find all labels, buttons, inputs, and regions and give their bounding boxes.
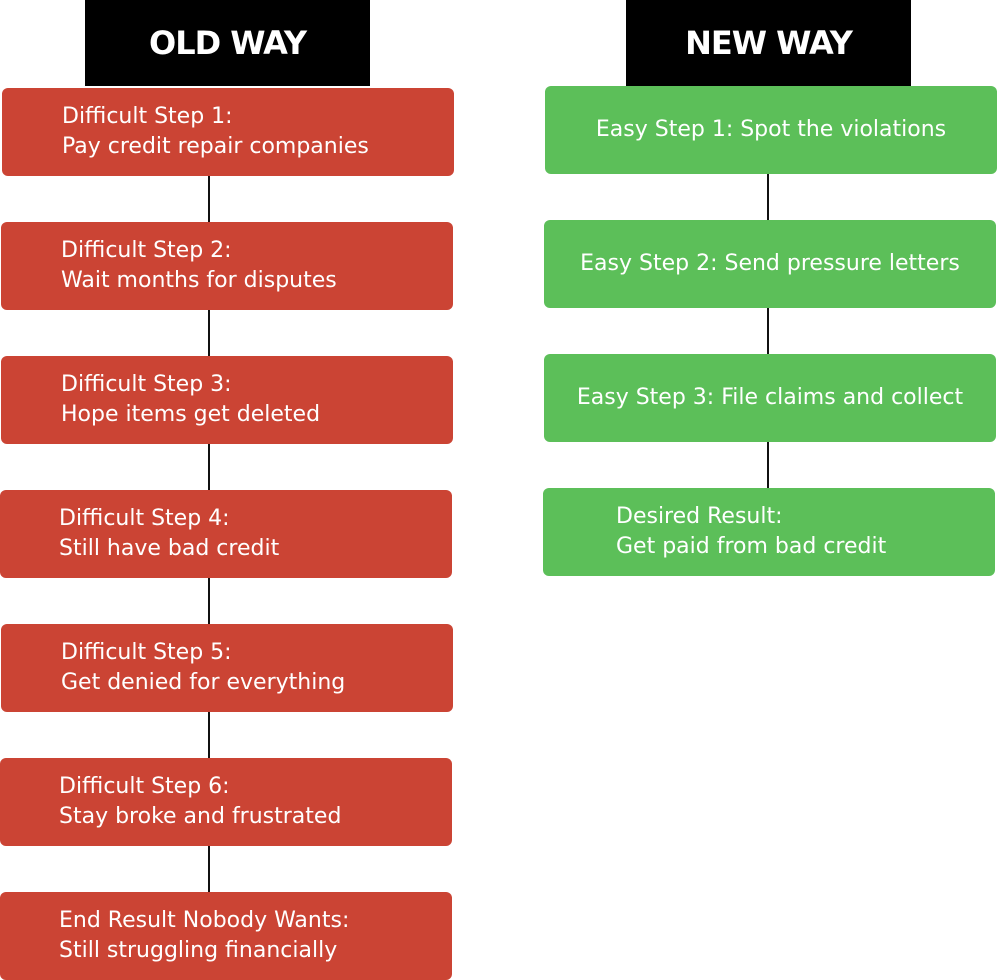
old-way-step-4: Difficult Step 4: Still have bad credit [0, 490, 452, 578]
old-way-step-5-desc: Get denied for everything [61, 670, 346, 695]
new-way-desired-result-desc: Get paid from bad credit [616, 534, 887, 559]
old-way-connector-3 [208, 444, 210, 490]
new-way-step-3: Easy Step 3: File claims and collect [544, 354, 996, 442]
old-way-connector-1 [208, 176, 210, 222]
old-way-end-result: End Result Nobody Wants: Still strugglin… [0, 892, 452, 980]
old-way-step-2-desc: Wait months for disputes [61, 268, 337, 293]
new-way-connector-3 [767, 442, 769, 488]
new-way-step-2: Easy Step 2: Send pressure letters [544, 220, 996, 308]
old-way-connector-4 [208, 578, 210, 624]
old-way-end-result-title: End Result Nobody Wants: [59, 908, 350, 933]
old-way-step-1: Difficult Step 1: Pay credit repair comp… [2, 88, 454, 176]
old-way-step-6: Difficult Step 6: Stay broke and frustra… [0, 758, 452, 846]
old-way-header: OLD WAY [85, 0, 370, 86]
new-way-step-1: Easy Step 1: Spot the violations [545, 86, 997, 174]
new-way-step-2-text: Easy Step 2: Send pressure letters [580, 251, 960, 276]
old-way-step-3-title: Difficult Step 3: [61, 372, 232, 397]
old-way-end-result-desc: Still struggling financially [59, 938, 338, 963]
old-way-connector-6 [208, 846, 210, 892]
old-way-step-6-title: Difficult Step 6: [59, 774, 230, 799]
old-way-step-2-title: Difficult Step 2: [61, 238, 232, 263]
old-way-step-3-desc: Hope items get deleted [61, 402, 321, 427]
old-way-step-1-title: Difficult Step 1: [62, 104, 233, 129]
old-way-step-5: Difficult Step 5: Get denied for everyth… [1, 624, 453, 712]
old-way-step-6-desc: Stay broke and frustrated [59, 804, 342, 829]
new-way-connector-1 [767, 174, 769, 220]
new-way-desired-result: Desired Result: Get paid from bad credit [543, 488, 995, 576]
old-way-step-1-desc: Pay credit repair companies [62, 134, 369, 159]
old-way-connector-2 [208, 310, 210, 356]
new-way-desired-result-title: Desired Result: [616, 504, 783, 529]
new-way-step-3-text: Easy Step 3: File claims and collect [576, 385, 964, 410]
old-way-step-3: Difficult Step 3: Hope items get deleted [1, 356, 453, 444]
old-way-step-4-title: Difficult Step 4: [59, 506, 230, 531]
new-way-step-1-text: Easy Step 1: Spot the violations [595, 117, 947, 142]
old-way-step-2: Difficult Step 2: Wait months for disput… [1, 222, 453, 310]
new-way-connector-2 [767, 308, 769, 354]
old-way-step-5-title: Difficult Step 5: [61, 640, 232, 665]
old-way-connector-5 [208, 712, 210, 758]
new-way-header: NEW WAY [626, 0, 911, 86]
old-way-step-4-desc: Still have bad credit [59, 536, 280, 561]
